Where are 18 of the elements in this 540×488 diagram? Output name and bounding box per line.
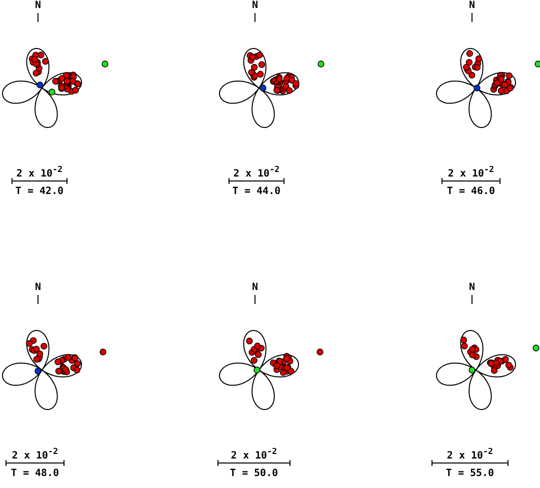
time-label: T = 42.0 <box>15 186 64 198</box>
scale-label: 2 x 10$^{-2}$ <box>230 445 278 462</box>
north-label: N <box>468 282 476 294</box>
scale-label: 2 x 10$^{-2}$ <box>16 163 63 180</box>
time-label: T = 44.0 <box>232 186 281 198</box>
north-label: N <box>252 282 258 294</box>
time-label: T = 55.0 <box>446 468 494 480</box>
north-label: N <box>34 282 42 294</box>
time-label: T = 48.0 <box>10 468 60 480</box>
scale-label: 2 x 10$^{-2}$ <box>12 445 58 462</box>
scale-label: 2 x 10$^{-2}$ <box>233 163 280 180</box>
north-label: N <box>252 0 258 12</box>
time-label: T = 50.0 <box>230 468 278 480</box>
north-label: N <box>468 0 476 12</box>
scale-label: 2 x 10$^{-2}$ <box>446 445 494 462</box>
scale-label: 2 x 10$^{-2}$ <box>448 163 494 180</box>
time-label: T = 46.0 <box>446 186 496 198</box>
north-label: N <box>34 0 42 12</box>
